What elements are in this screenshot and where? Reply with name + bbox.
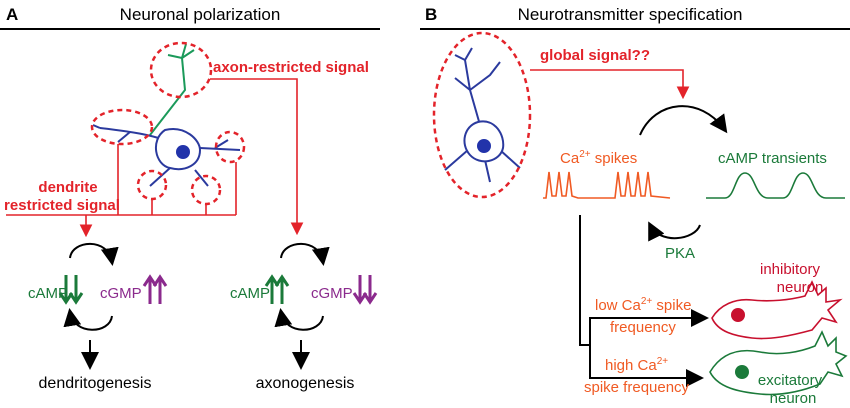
nucleus-dot [176, 145, 190, 159]
excitatory-label-2: neuron [770, 390, 817, 407]
ca-spike-trace [543, 171, 671, 199]
excitatory-neuron: excitatory neuron [709, 330, 848, 407]
inhibitory-label-1: inhibitory [760, 261, 821, 278]
inhibitory-label-2: neuron [777, 279, 824, 296]
global-ellipse [432, 31, 532, 199]
high-frequency-label-1: high Ca2+ [605, 356, 668, 374]
axonogenesis-label: axonogenesis [256, 375, 355, 392]
global-nucleus-dot [477, 139, 491, 153]
axon-signal-arrow [210, 78, 304, 236]
panel-b-title: Neurotransmitter specification [518, 5, 743, 24]
high-frequency-arrow [589, 345, 704, 387]
ca-spikes-label: Ca2+ spikes [560, 149, 637, 167]
branch-trunk [579, 215, 590, 346]
inhibitory-neuron: inhibitory neuron [711, 261, 843, 340]
right-camp-up-arrows [264, 274, 290, 304]
camp-transient-trace [706, 172, 845, 199]
excitatory-label-1: excitatory [758, 372, 823, 389]
ca-to-camp-arrow [639, 105, 728, 136]
global-neuron [444, 47, 521, 183]
panel-a-title: Neuronal polarization [120, 5, 281, 24]
right-cycle: cAMP cGMP axonogenesis [230, 243, 378, 392]
dendrite-ellipse-4 [190, 174, 222, 206]
pka-feedback-arrow [648, 221, 701, 242]
low-frequency-label-1: low Ca2+ spike [595, 296, 691, 314]
right-camp-label: cAMP [230, 285, 270, 302]
low-frequency-label-2: frequency [610, 319, 676, 336]
dendrite-signal-label-2: restricted signal [4, 197, 120, 214]
panel-a-letter: A [6, 5, 18, 24]
camp-transients-label: cAMP transients [718, 150, 827, 167]
dendrite-signal-label-1: dendrite [38, 179, 97, 196]
axon-signal-label: axon-restricted signal [213, 59, 369, 76]
global-signal-label: global signal?? [540, 47, 650, 64]
left-cgmp-label: cGMP [100, 285, 142, 302]
left-cgmp-up-arrows [142, 274, 168, 304]
left-cycle: cAMP cGMP dendritogenesis [28, 243, 168, 392]
dendrite-ellipse-2 [214, 130, 246, 164]
high-frequency-label-2: spike frequency [584, 379, 690, 396]
dendritogenesis-label: dendritogenesis [39, 375, 152, 392]
left-camp-down-arrows [58, 275, 84, 305]
panel-b-letter: B [425, 5, 437, 24]
low-frequency-arrow [589, 309, 709, 345]
right-cgmp-down-arrows [352, 275, 378, 305]
axon-ellipse [149, 41, 213, 99]
right-cgmp-label: cGMP [311, 285, 353, 302]
dendrite-ellipse-1 [90, 108, 154, 146]
left-camp-label: cAMP [28, 285, 68, 302]
pka-label: PKA [665, 245, 695, 262]
global-signal-arrow [530, 69, 690, 100]
polarized-neuron [92, 43, 241, 187]
dendrite-signal-wires [6, 144, 237, 216]
